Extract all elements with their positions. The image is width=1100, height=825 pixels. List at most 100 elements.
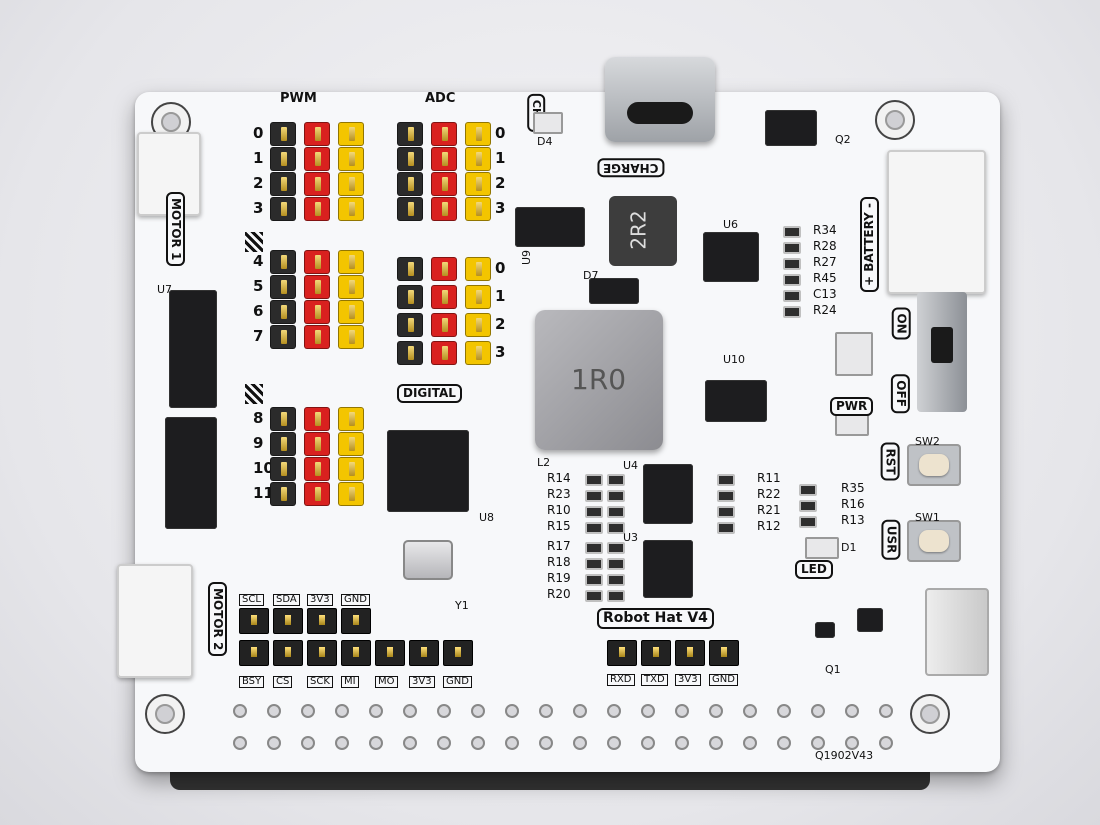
adc-0-pin-sig[interactable] [465, 122, 491, 146]
reset-button[interactable] [907, 444, 961, 486]
digital-0-pin-gnd[interactable] [397, 257, 423, 281]
pwm-5-pin-gnd[interactable] [270, 275, 296, 299]
pwm-1-pin-v[interactable] [304, 147, 330, 171]
pwm-9-pin-v[interactable] [304, 432, 330, 456]
pwm-channel-label-10: 10 [253, 459, 274, 477]
uart-pin-2[interactable] [675, 640, 705, 666]
pwm-7-pin-gnd[interactable] [270, 325, 296, 349]
pwm-2-pin-v[interactable] [304, 172, 330, 196]
pwm-9-pin-sig[interactable] [338, 432, 364, 456]
adc-0-pin-v[interactable] [431, 122, 457, 146]
gpio-pin [811, 704, 825, 718]
pwm-title: PWM [280, 91, 317, 106]
pwm-6-pin-sig[interactable] [338, 300, 364, 324]
spi-top-pin-0[interactable] [239, 608, 269, 634]
label-r22: R22 [757, 487, 781, 501]
i2c-side-connector[interactable] [925, 588, 989, 676]
pwm-2-pin-gnd[interactable] [270, 172, 296, 196]
pwm-3-pin-v[interactable] [304, 197, 330, 221]
adc-2-pin-sig[interactable] [465, 172, 491, 196]
label-r14: R14 [547, 471, 571, 485]
adc-3-pin-gnd[interactable] [397, 197, 423, 221]
pwm-3-pin-sig[interactable] [338, 197, 364, 221]
label-r13: R13 [841, 513, 865, 527]
power-switch[interactable] [917, 292, 967, 412]
digital-3-pin-gnd[interactable] [397, 341, 423, 365]
spi-bottom-pin-4[interactable] [375, 640, 405, 666]
pwm-0-pin-gnd[interactable] [270, 122, 296, 146]
battery-connector[interactable] [887, 150, 986, 294]
spi-top-pin-1[interactable] [273, 608, 303, 634]
adc-3-pin-sig[interactable] [465, 197, 491, 221]
pwm-11-pin-sig[interactable] [338, 482, 364, 506]
pwm-0-pin-sig[interactable] [338, 122, 364, 146]
pwm-8-pin-sig[interactable] [338, 407, 364, 431]
gpio-pin [505, 704, 519, 718]
spi-top-pin-2[interactable] [307, 608, 337, 634]
usb-c-port[interactable] [605, 57, 715, 142]
user-button[interactable] [907, 520, 961, 562]
pwm-10-pin-v[interactable] [304, 457, 330, 481]
digital-2-pin-gnd[interactable] [397, 313, 423, 337]
pwm-channel-label-2: 2 [253, 174, 264, 192]
chip-motor-driver [165, 417, 217, 529]
pwm-2-pin-sig[interactable] [338, 172, 364, 196]
adc-1-pin-gnd[interactable] [397, 147, 423, 171]
spi-bottom-label-cs: CS [273, 676, 293, 688]
adc-2-pin-v[interactable] [431, 172, 457, 196]
pwm-9-pin-gnd[interactable] [270, 432, 296, 456]
pwm-3-pin-gnd[interactable] [270, 197, 296, 221]
pwm-11-pin-gnd[interactable] [270, 482, 296, 506]
spi-bottom-pin-6[interactable] [443, 640, 473, 666]
uart-pin-1[interactable] [641, 640, 671, 666]
spi-bottom-pin-5[interactable] [409, 640, 439, 666]
digital-3-pin-sig[interactable] [465, 341, 491, 365]
digital-0-pin-sig[interactable] [465, 257, 491, 281]
digital-2-pin-sig[interactable] [465, 313, 491, 337]
digital-2-pin-v[interactable] [431, 313, 457, 337]
pwm-10-pin-sig[interactable] [338, 457, 364, 481]
pwm-6-pin-v[interactable] [304, 300, 330, 324]
pwm-4-pin-sig[interactable] [338, 250, 364, 274]
adc-3-pin-v[interactable] [431, 197, 457, 221]
adc-1-pin-sig[interactable] [465, 147, 491, 171]
adc-2-pin-gnd[interactable] [397, 172, 423, 196]
digital-0-pin-v[interactable] [431, 257, 457, 281]
pwm-5-pin-sig[interactable] [338, 275, 364, 299]
digital-3-pin-v[interactable] [431, 341, 457, 365]
adc-0-pin-gnd[interactable] [397, 122, 423, 146]
label-r24: R24 [813, 303, 837, 317]
pwm-7-pin-sig[interactable] [338, 325, 364, 349]
pwm-11-pin-v[interactable] [304, 482, 330, 506]
gpio-pin [879, 704, 893, 718]
pwm-4-pin-v[interactable] [304, 250, 330, 274]
pwm-4-pin-gnd[interactable] [270, 250, 296, 274]
label-r21: R21 [757, 503, 781, 517]
pwm-8-pin-gnd[interactable] [270, 407, 296, 431]
pwm-5-pin-v[interactable] [304, 275, 330, 299]
pwm-6-pin-gnd[interactable] [270, 300, 296, 324]
label-r20: R20 [547, 587, 571, 601]
pwm-10-pin-gnd[interactable] [270, 457, 296, 481]
digital-1-pin-v[interactable] [431, 285, 457, 309]
digital-1-pin-gnd[interactable] [397, 285, 423, 309]
uart-pin-3[interactable] [709, 640, 739, 666]
uart-pin-0[interactable] [607, 640, 637, 666]
spi-bottom-pin-1[interactable] [273, 640, 303, 666]
pwm-7-pin-v[interactable] [304, 325, 330, 349]
motor2-connector[interactable] [117, 564, 193, 678]
d1-label: D1 [841, 541, 857, 554]
pwm-0-pin-v[interactable] [304, 122, 330, 146]
pwm-channel-label-11: 11 [253, 484, 274, 502]
adc-1-pin-v[interactable] [431, 147, 457, 171]
pwm-8-pin-v[interactable] [304, 407, 330, 431]
spi-top-pin-3[interactable] [341, 608, 371, 634]
spi-bottom-pin-0[interactable] [239, 640, 269, 666]
spi-bottom-pin-2[interactable] [307, 640, 337, 666]
digital-1-pin-sig[interactable] [465, 285, 491, 309]
pwm-1-pin-sig[interactable] [338, 147, 364, 171]
spi-bottom-pin-3[interactable] [341, 640, 371, 666]
pwm-1-pin-gnd[interactable] [270, 147, 296, 171]
mcu-u8 [387, 430, 469, 512]
digital-channel-label-3: 3 [495, 343, 506, 361]
